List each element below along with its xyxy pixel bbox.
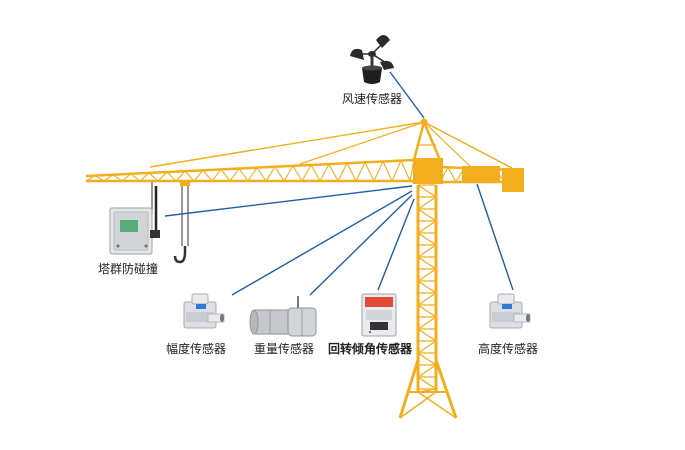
truss-member — [220, 169, 231, 182]
label-anti-collision: 塔群防碰撞 — [98, 262, 159, 276]
truss-member — [417, 352, 437, 366]
truss-member — [103, 174, 114, 182]
crane-machinery — [462, 166, 500, 182]
truss-member — [417, 304, 437, 318]
anemometer-icon — [350, 35, 394, 84]
truss-member — [283, 165, 294, 182]
crane-cab — [413, 158, 443, 184]
truss-member — [417, 184, 437, 198]
truss-member — [310, 164, 321, 182]
truss-member — [247, 167, 258, 182]
truss-member — [148, 172, 159, 182]
truss-member — [274, 166, 285, 182]
truss-member — [211, 169, 222, 182]
truss-member — [391, 160, 402, 182]
truss-member — [139, 172, 150, 182]
crane-apex-pin — [420, 118, 428, 126]
truss-member — [166, 171, 177, 182]
truss-member — [417, 268, 437, 282]
truss-member — [319, 163, 330, 182]
truss-member — [447, 167, 457, 183]
truss-member — [292, 165, 303, 182]
truss-member — [417, 256, 437, 270]
truss-member — [417, 340, 437, 354]
truss-member — [364, 162, 375, 182]
truss-member — [417, 316, 437, 330]
truss-member — [202, 169, 213, 182]
truss-member — [373, 161, 384, 182]
truss-member — [337, 163, 348, 182]
connector-lines — [164, 71, 514, 296]
truss-member — [417, 220, 437, 234]
truss-member — [184, 170, 195, 182]
truss-member — [417, 376, 437, 390]
label-wind-sensor: 风速传感器 — [342, 92, 403, 106]
label-amplitude-sensor: 幅度传感器 — [166, 342, 227, 356]
encoder-sensor-icon — [183, 293, 225, 329]
truss-member — [157, 171, 168, 182]
connector-wind — [389, 71, 425, 119]
truss-member — [301, 164, 312, 182]
crane-counterweight — [502, 168, 524, 192]
truss-member — [175, 170, 186, 182]
truss-member — [130, 173, 141, 182]
truss-member — [417, 280, 437, 294]
truss-member — [238, 168, 249, 182]
truss-member — [417, 292, 437, 306]
encoder-sensor-icon — [489, 293, 531, 329]
connector-anti-collision — [164, 185, 413, 217]
truss-member — [417, 328, 437, 342]
truss-member — [328, 163, 339, 182]
truss-member — [346, 163, 357, 182]
truss-member — [417, 208, 437, 222]
connector-weight — [309, 194, 413, 296]
truss-member — [400, 160, 411, 182]
truss-member — [85, 175, 96, 182]
crane-mast — [398, 184, 458, 419]
truss-member — [112, 174, 123, 182]
truss-member — [229, 168, 240, 182]
label-height-sensor: 高度传感器 — [478, 342, 539, 356]
label-rotation-tilt-sensor: 回转倾角传感器 — [328, 342, 413, 356]
truss-member — [193, 169, 204, 182]
load-pin-icon — [249, 296, 317, 337]
crane-hook — [173, 180, 190, 264]
truss-member — [256, 167, 267, 182]
truss-member — [417, 232, 437, 246]
truss-member — [417, 244, 437, 258]
wireless-box-icon — [109, 186, 160, 255]
truss-member — [94, 175, 105, 182]
truss-member — [355, 162, 366, 182]
crane-jib — [85, 121, 425, 183]
tilt-meter-icon — [361, 293, 397, 337]
label-weight-sensor: 重量传感器 — [254, 342, 315, 356]
crane-apex — [412, 121, 442, 161]
connector-rotation — [377, 198, 415, 291]
truss-member — [417, 196, 437, 210]
truss-member — [265, 166, 276, 182]
connector-height — [476, 183, 514, 291]
truss-member — [417, 364, 437, 378]
truss-member — [121, 173, 132, 182]
truss-member — [382, 161, 393, 182]
connector-amplitude — [231, 190, 413, 296]
tower-crane — [85, 118, 524, 419]
